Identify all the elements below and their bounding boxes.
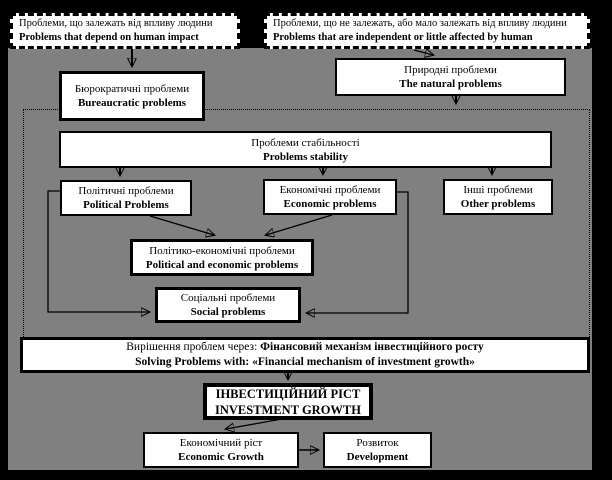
node-label-en: Economic Growth: [178, 451, 264, 463]
node-label-en: Political and economic problems: [145, 258, 299, 271]
node-label-en: The natural problems: [399, 78, 502, 90]
node-label-en: Development: [346, 451, 409, 463]
node-label-uk: Соціальні проблеми: [180, 292, 276, 304]
node-other-problems: Інші проблеми Other problems: [443, 179, 553, 215]
node-label-en: INVESTMENT GROWTH: [215, 402, 361, 417]
node-investment-growth: ІНВЕСТИЦІЙНИЙ РІСТ INVESTMENT GROWTH: [203, 383, 373, 420]
node-label-uk: ІНВЕСТИЦІЙНИЙ РІСТ: [215, 386, 361, 401]
node-label-uk: Проблеми, що залежать від впливу людини: [19, 18, 213, 29]
node-label-en: Other problems: [460, 198, 536, 210]
node-label-en: Political Problems: [83, 199, 169, 211]
node-problems-human-dependent: Проблеми, що залежать від впливу людини …: [10, 13, 240, 49]
node-bureaucratic-problems: Бюрократичні проблеми Bureaucratic probl…: [59, 71, 205, 121]
node-development: Розвиток Development: [323, 432, 432, 468]
node-label-uk: Проблеми, що не залежать, або мало залеж…: [273, 18, 567, 29]
node-label-en: Problems that are independent or little …: [273, 32, 533, 43]
node-label-uk: Економічні проблеми: [279, 184, 381, 196]
node-solving-problems: Вирішення проблем через: Фінансовий меха…: [20, 337, 590, 373]
node-label-uk: Економічний ріст: [179, 437, 263, 449]
node-label-en: Problems that depend on human impact: [19, 32, 199, 43]
node-label-uk: Вирішення проблем через: Фінансовий меха…: [126, 341, 484, 353]
node-problems-stability: Проблеми стабільності Problems stability: [59, 131, 552, 168]
node-label-uk: Проблеми стабільності: [251, 136, 360, 149]
node-label-en: Social problems: [190, 306, 266, 318]
node-economic-growth: Економічний ріст Economic Growth: [143, 432, 299, 468]
node-label-uk-bold: Фінансовий механізм інвестиційного росту: [260, 341, 484, 353]
node-economic-problems: Економічні проблеми Economic problems: [263, 179, 397, 215]
node-label-uk: Бюрократичні проблеми: [74, 83, 190, 95]
node-label-en: Problems stability: [262, 150, 349, 163]
node-label-uk: Розвиток: [356, 437, 399, 449]
node-label-uk: Природні проблеми: [404, 64, 497, 76]
node-label-en: Bureaucratic problems: [77, 97, 187, 109]
node-label-uk: Інші проблеми: [463, 184, 533, 196]
node-social-problems: Соціальні проблеми Social problems: [155, 287, 301, 323]
node-label-en: Economic problems: [283, 198, 377, 210]
node-problems-human-independent: Проблеми, що не залежать, або мало залеж…: [264, 13, 590, 49]
node-label-uk: Політичні проблеми: [78, 185, 174, 197]
node-label-uk: Політико-економічні проблеми: [149, 244, 295, 257]
node-label-en: Solving Problems with: «Financial mechan…: [135, 356, 475, 368]
node-political-economic-problems: Політико-економічні проблеми Political a…: [130, 239, 314, 276]
node-natural-problems: Природні проблеми The natural problems: [335, 58, 566, 96]
node-political-problems: Політичні проблеми Political Problems: [60, 180, 192, 216]
